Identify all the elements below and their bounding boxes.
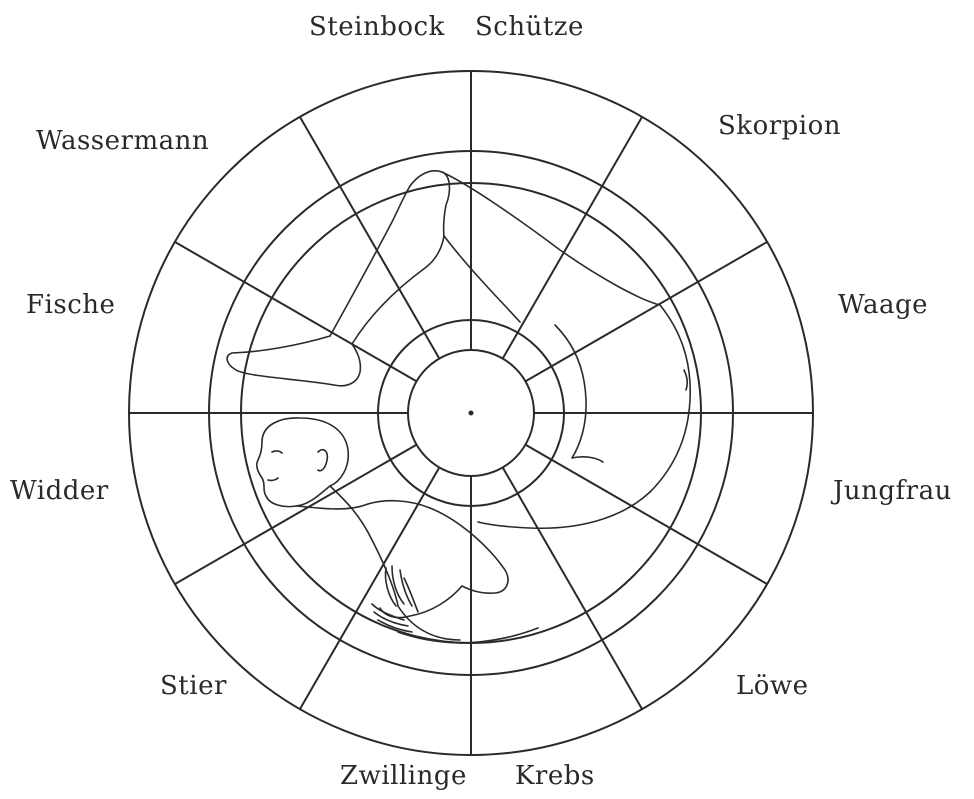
eye-mark bbox=[272, 451, 282, 453]
hand-left bbox=[385, 566, 418, 612]
label-jungfrau: Jungfrau bbox=[833, 476, 952, 506]
back-outline bbox=[478, 492, 650, 528]
shin-outline bbox=[330, 186, 410, 336]
label-waage: Waage bbox=[838, 290, 928, 320]
thigh-inner bbox=[444, 236, 520, 322]
hip-outline bbox=[650, 305, 690, 492]
label-skorpion: Skorpion bbox=[718, 111, 841, 141]
label-fische: Fische bbox=[26, 290, 115, 320]
label-stier: Stier bbox=[160, 671, 227, 701]
head-outline bbox=[257, 418, 348, 507]
label-steinbock: Steinbock bbox=[309, 12, 445, 42]
ear-outline bbox=[318, 450, 327, 471]
lower-leg-outline bbox=[398, 628, 538, 643]
label-zwillinge: Zwillinge bbox=[340, 761, 467, 791]
label-krebs: Krebs bbox=[515, 761, 595, 791]
label-loewe: Löwe bbox=[736, 671, 809, 701]
human-figure bbox=[227, 171, 690, 643]
label-schuetze: Schütze bbox=[475, 12, 584, 42]
shin-back bbox=[352, 236, 444, 344]
label-widder: Widder bbox=[10, 476, 109, 506]
thigh-outline bbox=[442, 172, 660, 305]
center-dot bbox=[470, 412, 473, 415]
hand-right bbox=[372, 604, 412, 632]
knee-outline bbox=[410, 171, 449, 236]
torso-back bbox=[430, 508, 508, 593]
hip-mark bbox=[684, 370, 687, 390]
label-wassermann: Wassermann bbox=[36, 126, 209, 156]
mouth-mark bbox=[268, 478, 278, 480]
